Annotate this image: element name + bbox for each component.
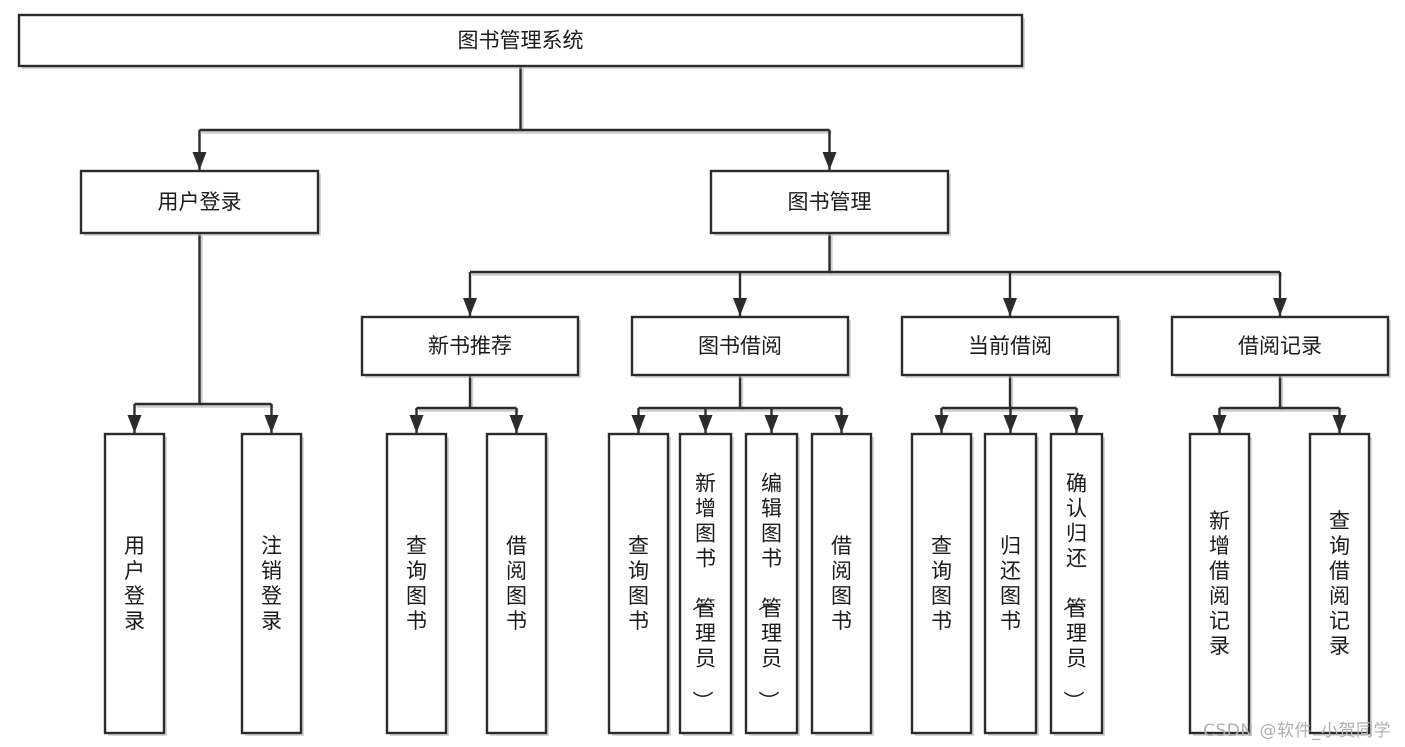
node-leaf-edit-book[interactable]: 编辑图书（管理员） bbox=[744, 432, 800, 736]
arrow-head-icon bbox=[1332, 415, 1347, 433]
node-box[interactable] bbox=[709, 169, 950, 235]
node-label: 查询图书 bbox=[628, 534, 649, 633]
node-leaf-borrow-book-rec[interactable]: 借阅图书 bbox=[485, 432, 549, 736]
node-leaf-return-book[interactable]: 归还图书 bbox=[983, 432, 1039, 736]
node-borrow-record[interactable]: 借阅记录 bbox=[1170, 315, 1391, 378]
node-leaf-add-record[interactable]: 新增借阅记录 bbox=[1188, 432, 1252, 736]
arrow-head-icon bbox=[509, 415, 524, 433]
node-box[interactable] bbox=[360, 315, 580, 377]
node-book-manage[interactable]: 图书管理 bbox=[709, 169, 951, 236]
node-box[interactable] bbox=[910, 432, 973, 735]
node-box[interactable] bbox=[17, 13, 1024, 68]
node-label: 新书推荐 bbox=[428, 334, 512, 358]
node-label: 借阅图书 bbox=[506, 534, 527, 633]
arrow-head-icon bbox=[192, 152, 207, 170]
node-box[interactable] bbox=[900, 315, 1120, 377]
node-box[interactable] bbox=[1170, 315, 1390, 377]
arrow-head-icon bbox=[127, 415, 142, 433]
node-leaf-query-record[interactable]: 查询借阅记录 bbox=[1308, 432, 1372, 736]
node-box[interactable] bbox=[678, 432, 733, 735]
node-box[interactable] bbox=[385, 432, 448, 735]
node-box[interactable] bbox=[240, 432, 303, 735]
node-label: 图书管理系统 bbox=[458, 29, 584, 53]
node-leaf-confirm-return[interactable]: 确认归还（管理员） bbox=[1049, 432, 1105, 736]
node-leaf-user-login[interactable]: 用户登录 bbox=[103, 432, 167, 736]
node-leaf-logout[interactable]: 注销登录 bbox=[240, 432, 304, 736]
node-box[interactable] bbox=[630, 315, 850, 377]
arrow-head-icon bbox=[1069, 415, 1084, 433]
node-box[interactable] bbox=[983, 432, 1038, 735]
node-label: 新增图书（管理员） bbox=[690, 472, 716, 712]
node-label: 查询图书 bbox=[406, 534, 427, 633]
node-label: 用户登录 bbox=[124, 534, 145, 633]
arrow-head-icon bbox=[631, 415, 646, 433]
node-label: 注销登录 bbox=[261, 534, 282, 633]
node-label: 借阅记录 bbox=[1238, 334, 1322, 358]
node-label: 图书管理 bbox=[788, 190, 872, 214]
node-leaf-borrow-book[interactable]: 借阅图书 bbox=[810, 432, 874, 736]
node-user-login[interactable]: 用户登录 bbox=[79, 169, 321, 236]
node-label: 归还图书 bbox=[1000, 534, 1021, 633]
arrow-head-icon bbox=[822, 152, 837, 170]
arrow-head-icon bbox=[1003, 415, 1018, 433]
node-leaf-query-book-rec[interactable]: 查询图书 bbox=[385, 432, 449, 736]
node-label: 图书借阅 bbox=[698, 334, 782, 358]
arrow-head-icon bbox=[1212, 415, 1227, 433]
watermark-label: CSDN @软件_小贺同学 bbox=[1203, 721, 1391, 741]
arrow-head-icon bbox=[698, 415, 713, 433]
node-box[interactable] bbox=[485, 432, 548, 735]
node-box[interactable] bbox=[744, 432, 799, 735]
node-root[interactable]: 图书管理系统 bbox=[17, 13, 1025, 69]
connector-layer bbox=[127, 66, 1347, 433]
arrow-head-icon bbox=[463, 298, 477, 316]
node-label: 借阅图书 bbox=[831, 534, 852, 633]
node-book-borrow[interactable]: 图书借阅 bbox=[630, 315, 851, 378]
arrow-head-icon bbox=[733, 298, 747, 316]
node-current-borrow[interactable]: 当前借阅 bbox=[900, 315, 1121, 378]
node-box[interactable] bbox=[103, 432, 166, 735]
arrow-head-icon bbox=[1003, 298, 1017, 316]
node-label: 当前借阅 bbox=[968, 334, 1052, 358]
node-leaf-query-book-borrow[interactable]: 查询图书 bbox=[607, 432, 671, 736]
node-label: 编辑图书（管理员） bbox=[756, 472, 782, 712]
node-box[interactable] bbox=[1308, 432, 1371, 735]
arrow-head-icon bbox=[934, 415, 949, 433]
node-label: 新增借阅记录 bbox=[1209, 509, 1230, 658]
node-leaf-add-book[interactable]: 新增图书（管理员） bbox=[678, 432, 734, 736]
node-label: 确认归还（管理员） bbox=[1061, 472, 1087, 712]
node-label: 用户登录 bbox=[158, 190, 242, 214]
arrow-head-icon bbox=[264, 415, 279, 433]
node-label: 查询图书 bbox=[931, 534, 952, 633]
node-layer: 图书管理系统用户登录图书管理新书推荐图书借阅当前借阅借阅记录用户登录注销登录查询… bbox=[17, 13, 1391, 736]
arrow-head-icon bbox=[834, 415, 849, 433]
arrow-head-icon bbox=[764, 415, 779, 433]
node-leaf-query-book-current[interactable]: 查询图书 bbox=[910, 432, 974, 736]
arrow-head-icon bbox=[1273, 298, 1287, 316]
node-box[interactable] bbox=[1188, 432, 1251, 735]
arrow-head-icon bbox=[409, 415, 424, 433]
node-box[interactable] bbox=[607, 432, 670, 735]
node-label: 查询借阅记录 bbox=[1329, 509, 1350, 658]
node-box[interactable] bbox=[1049, 432, 1104, 735]
node-box[interactable] bbox=[810, 432, 873, 735]
node-box[interactable] bbox=[79, 169, 320, 235]
node-new-book-rec[interactable]: 新书推荐 bbox=[360, 315, 581, 378]
